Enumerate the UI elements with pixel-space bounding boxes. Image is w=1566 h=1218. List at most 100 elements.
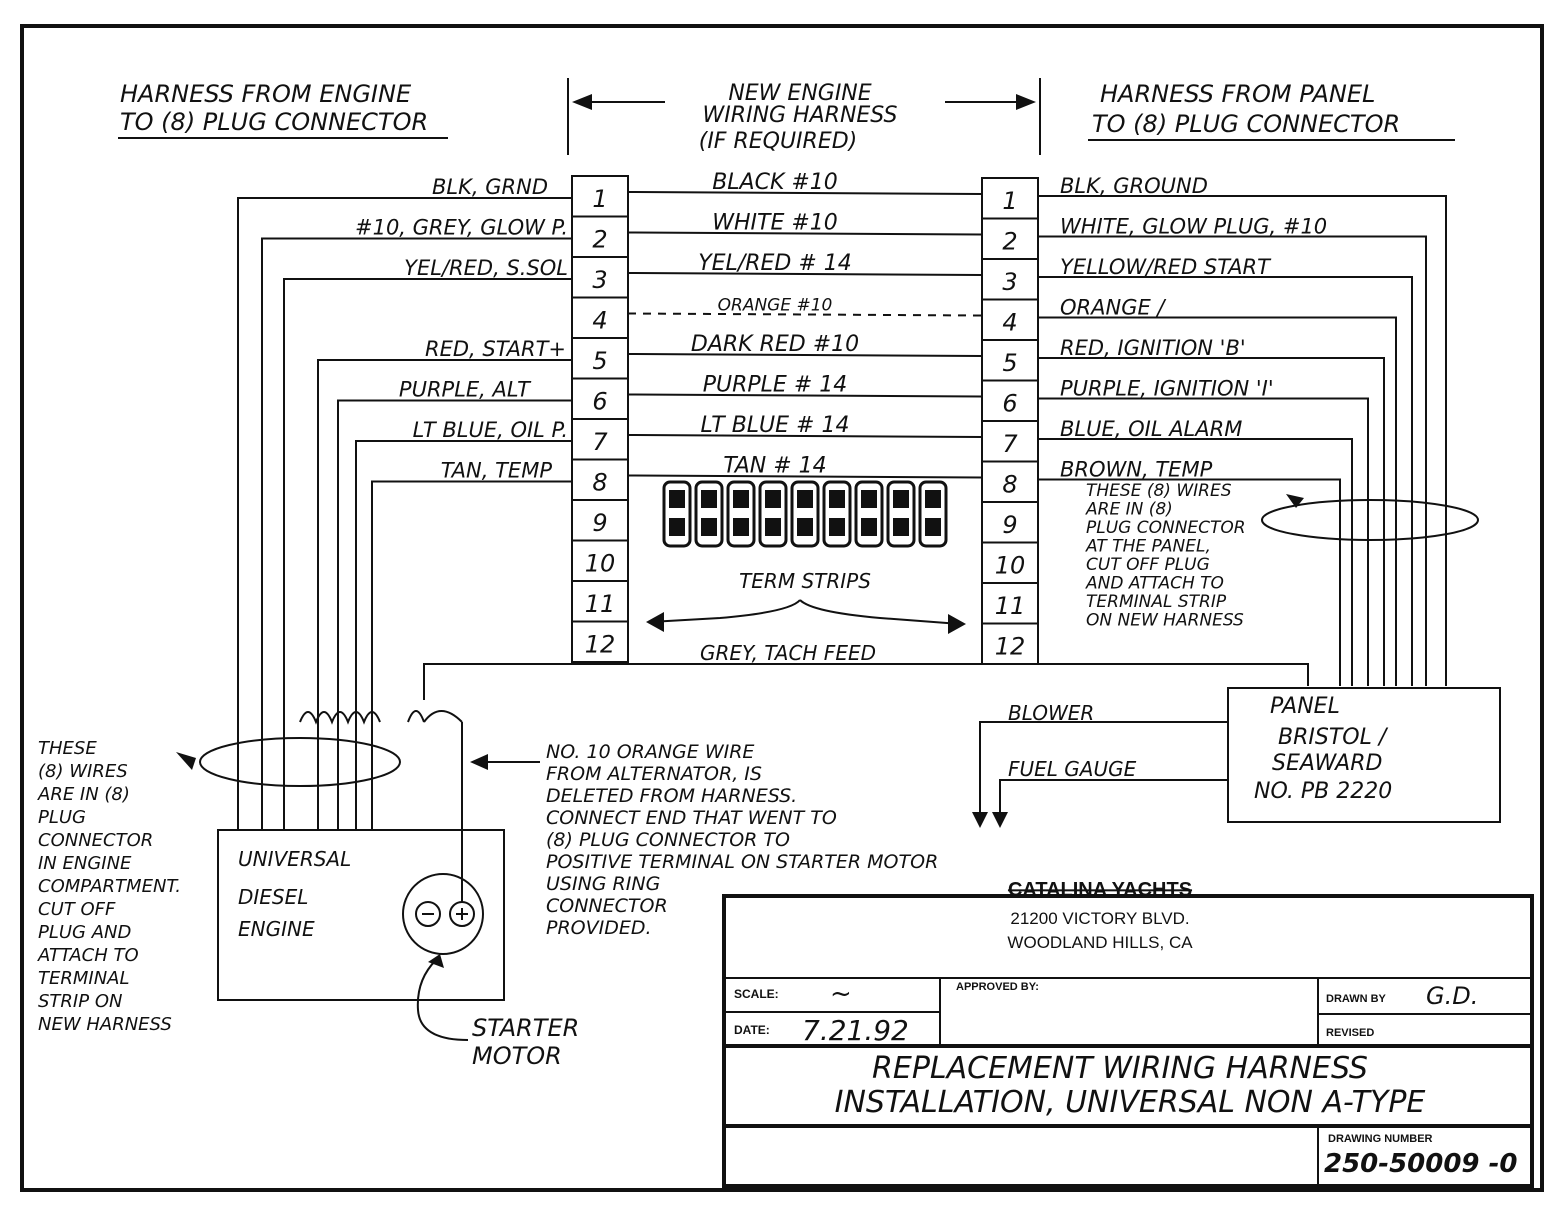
engine-connector-bundle [299,710,463,902]
header-center-line3: (IF REQUIRED) [699,129,858,154]
panel-box-line4: NO. PB 2220 [1254,779,1392,804]
date-label: DATE: [734,1023,770,1037]
panel-wire-label-7: BLUE, OIL ALARM [1060,417,1242,441]
engine-note-line-8: CUT OFF [38,899,116,920]
terminal-left-1: 1 [592,185,607,213]
engine-note-line-3: ARE IN (8) [37,784,130,805]
orange-note-line-2: FROM ALTERNATOR, IS [546,763,762,785]
terminal-left-3: 3 [592,266,607,294]
orange-note-line-7: USING RING [546,873,660,895]
terminal-left-7: 7 [592,428,608,456]
harness-wire-label-8: TAN # 14 [723,454,826,479]
engine-note-line-10: ATTACH TO [37,945,139,966]
panel-note-line-3: PLUG CONNECTOR [1086,518,1246,538]
orange-note-line-9: PROVIDED. [546,917,652,939]
scale-label: SCALE: [734,987,779,1001]
terminal-right-11: 11 [995,592,1026,620]
revised-label: REVISED [1326,1027,1374,1039]
header-center: NEW ENGINE WIRING HARNESS (IF REQUIRED) [567,78,1041,155]
harness-wire-label-3: YEL/RED # 14 [698,251,852,276]
engine-note-line-11: TERMINAL [38,968,130,989]
approved-label: APPROVED BY: [956,981,1039,993]
orange-note-line-4: CONNECT END THAT WENT TO [546,807,837,829]
header-left-line1: HARNESS FROM ENGINE [120,80,412,108]
terminal-left-10: 10 [585,550,616,578]
header-right: HARNESS FROM PANEL TO (8) PLUG CONNECTOR [1088,80,1455,141]
panel-box-line1: PANEL [1270,694,1340,719]
engine-note-line-6: IN ENGINE [38,853,132,874]
terminal-left-8: 8 [592,469,607,497]
sheet-border [20,24,1544,1192]
panel-note-line-2: ARE IN (8) [1085,500,1173,520]
scale-value: ~ [830,979,852,1009]
engine-side-labels: BLK, GRND#10, GREY, GLOW P.YEL/RED, S.SO… [355,175,568,483]
orange-note-line-6: POSITIVE TERMINAL ON STARTER MOTOR [546,851,938,873]
engine-note-line-1: THESE [38,738,97,759]
panel-wire-label-6: PURPLE, IGNITION 'I' [1060,377,1274,401]
engine-wire-label-6: PURPLE, ALT [399,378,532,402]
terminal-right-8: 8 [1002,471,1017,499]
panel-wire-label-5: RED, IGNITION 'B' [1060,336,1246,360]
drawing-title-line1: REPLACEMENT WIRING HARNESS [872,1051,1368,1086]
date-value: 7.21.92 [802,1014,909,1047]
engine-note-line-4: PLUG [38,807,86,828]
terminal-left-11: 11 [585,590,616,618]
terminal-right-10: 10 [995,552,1026,580]
orange-note-line-3: DELETED FROM HARNESS. [546,785,797,807]
engine-wire-label-7: LT BLUE, OIL P. [413,418,568,442]
tach-feed-label: GREY, TACH FEED [700,641,876,665]
engine-wire-label-8: TAN, TEMP [441,459,553,483]
panel-note-line-1: THESE (8) WIRES [1086,481,1232,501]
engine-box-line1: UNIVERSAL [238,847,351,871]
terminal-left-4: 4 [592,307,607,335]
terminal-right-7: 7 [1002,430,1018,458]
drawing-number-label: DRAWING NUMBER [1328,1133,1433,1145]
panel-wire-label-8: BROWN, TEMP [1060,458,1213,482]
engine-note-line-2: (8) WIRES [38,761,128,782]
panel-wire-label-4: ORANGE / [1060,296,1166,320]
tach-feed-wire: GREY, TACH FEED [423,641,1309,700]
panel-note-line-4: AT THE PANEL, [1085,537,1211,557]
orange-note-line-1: NO. 10 ORANGE WIRE [546,741,754,763]
panel-note-line-7: TERMINAL STRIP [1086,592,1227,612]
terminal-right-2: 2 [1002,228,1017,256]
panel-note-line-5: CUT OFF PLUG [1086,555,1210,575]
engine-wire-label-2: #10, GREY, GLOW P. [355,216,568,240]
engine-box-line3: ENGINE [238,917,315,941]
terminal-left-5: 5 [592,347,607,375]
terminal-right-6: 6 [1002,390,1017,418]
drawn-value: G.D. [1426,982,1478,1010]
starter-motor-label: STARTER MOTOR [416,954,579,1070]
panel-box-line2: BRISTOL / [1278,725,1389,750]
starter-line2: MOTOR [472,1042,562,1070]
panel-note-line-8: ON NEW HARNESS [1086,611,1244,631]
panel-box-line3: SEAWARD [1272,751,1382,776]
engine-note-line-13: NEW HARNESS [38,1014,172,1035]
term-strip-illustration: TERM STRIPS [646,480,966,634]
header-center-line2: WIRING HARNESS [703,103,898,128]
term-strips-label: TERM STRIPS [739,569,871,593]
terminal-left-9: 9 [592,509,607,537]
panel-box: PANEL BRISTOL / SEAWARD NO. PB 2220 [1227,687,1501,823]
panel-note-line-6: AND ATTACH TO [1085,574,1224,594]
wire-runs [237,191,1447,830]
fuel-gauge-label: FUEL GAUGE [1008,757,1137,781]
orange-note-line-8: CONNECTOR [546,895,668,917]
engine-wire-label-1: BLK, GRND [432,175,548,199]
engine-note-line-12: STRIP ON [38,991,122,1012]
harness-wire-label-2: WHITE #10 [712,211,838,236]
company-name: CATALINA YACHTS [1008,879,1192,901]
engine-wire-label-5: RED, START+ [425,337,566,361]
header-right-line1: HARNESS FROM PANEL [1100,80,1375,108]
terminal-left-2: 2 [592,226,607,254]
drawing-number: 250-50009 -0 [1324,1149,1517,1179]
header-left: HARNESS FROM ENGINE TO (8) PLUG CONNECTO… [118,80,448,139]
header-center-line1: NEW ENGINE [728,81,871,106]
